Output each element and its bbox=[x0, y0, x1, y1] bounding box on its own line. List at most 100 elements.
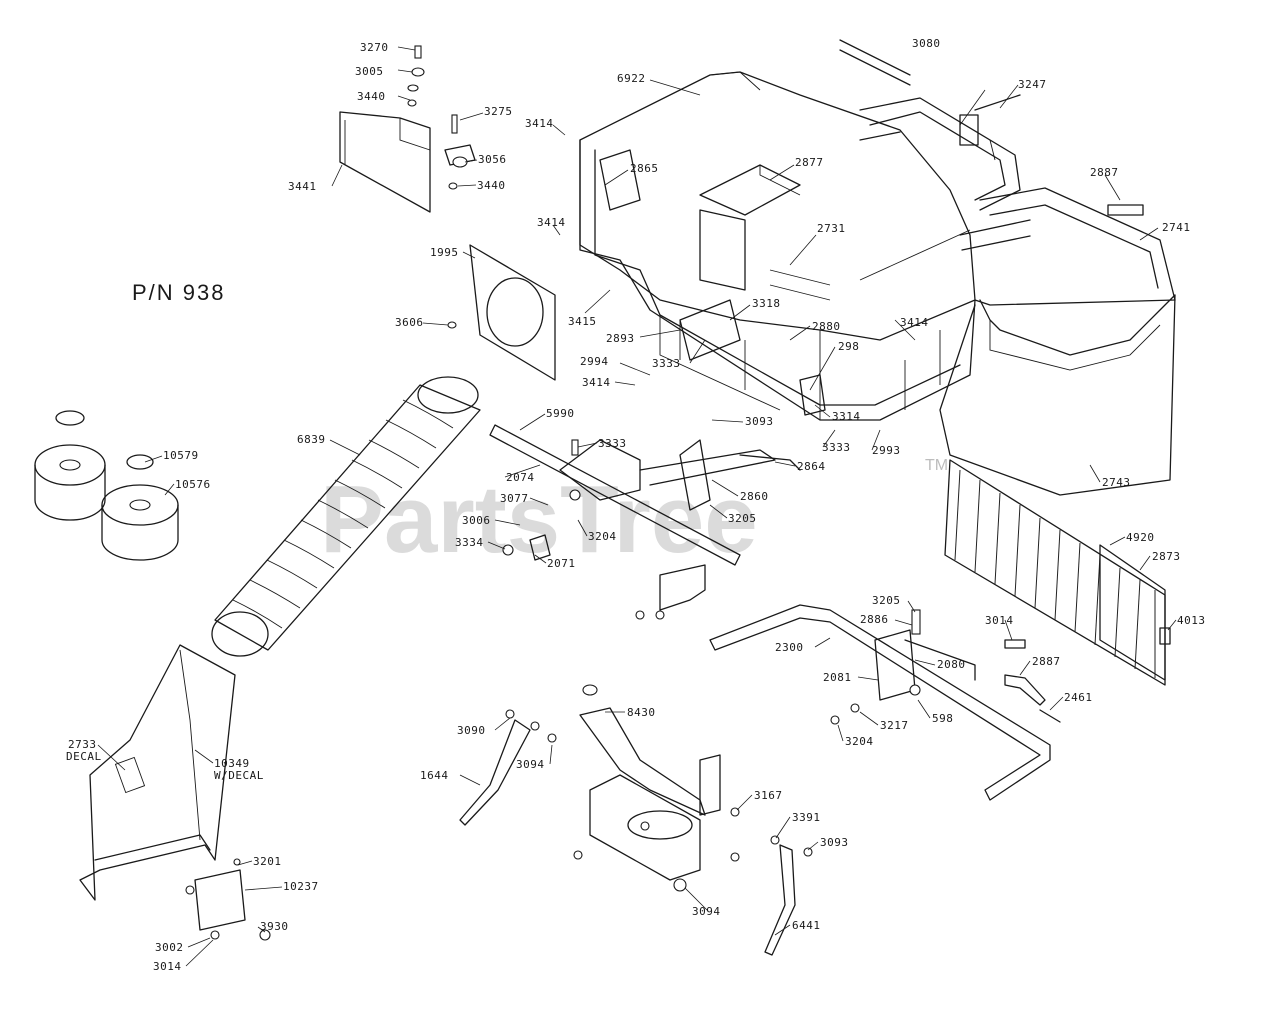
callout-3247[interactable]: 3247 bbox=[1018, 78, 1047, 91]
callout-3333-a[interactable]: 3333 bbox=[652, 357, 681, 370]
callout-3606[interactable]: 3606 bbox=[395, 316, 424, 329]
callout-3201[interactable]: 3201 bbox=[253, 855, 282, 868]
callout-3205-b[interactable]: 3205 bbox=[872, 594, 901, 607]
callout-2733[interactable]: 2733 bbox=[68, 738, 97, 751]
callout-3093-a[interactable]: 3093 bbox=[745, 415, 774, 428]
callout-3093-b[interactable]: 3093 bbox=[820, 836, 849, 849]
callout-10579[interactable]: 10579 bbox=[163, 449, 199, 462]
callout-3204-a[interactable]: 3204 bbox=[588, 530, 617, 543]
part-bracket-8430[interactable] bbox=[573, 684, 740, 892]
part-bracket-3441[interactable] bbox=[339, 45, 476, 213]
callout-3414-d[interactable]: 3414 bbox=[582, 376, 611, 389]
callout-2074[interactable]: 2074 bbox=[506, 471, 535, 484]
callout-3314[interactable]: 3314 bbox=[832, 410, 861, 423]
callout-2080[interactable]: 2080 bbox=[937, 658, 966, 671]
callout-6839[interactable]: 6839 bbox=[297, 433, 326, 446]
part-deflector-bracket-10237[interactable] bbox=[185, 858, 271, 941]
callout-3333-b[interactable]: 3333 bbox=[822, 441, 851, 454]
callout-3414-a[interactable]: 3414 bbox=[525, 117, 554, 130]
part-bag-2743[interactable] bbox=[939, 294, 1176, 496]
callout-298[interactable]: 298 bbox=[838, 340, 859, 353]
callout-3217[interactable]: 3217 bbox=[880, 719, 909, 732]
callout-10237[interactable]: 10237 bbox=[283, 880, 319, 893]
part-chute-10349[interactable] bbox=[79, 644, 236, 901]
callout-5990[interactable]: 5990 bbox=[546, 407, 575, 420]
part-lever-rod-6441[interactable] bbox=[764, 835, 813, 956]
callout-10576[interactable]: 10576 bbox=[175, 478, 211, 491]
callout-2887[interactable]: 2887 bbox=[1090, 166, 1119, 179]
callout-3005[interactable]: 3005 bbox=[355, 65, 384, 78]
callout-10349-decal[interactable]: W/DECAL bbox=[214, 769, 264, 782]
callout-6441[interactable]: 6441 bbox=[792, 919, 821, 932]
watermark-tm: TM bbox=[925, 457, 948, 474]
callout-2994[interactable]: 2994 bbox=[580, 355, 609, 368]
callout-3414-c[interactable]: 3414 bbox=[900, 316, 929, 329]
callout-1644[interactable]: 1644 bbox=[420, 769, 449, 782]
callout-598[interactable]: 598 bbox=[932, 712, 953, 725]
callout-3441[interactable]: 3441 bbox=[288, 180, 317, 193]
callout-2993[interactable]: 2993 bbox=[872, 444, 901, 457]
callout-3333-c[interactable]: 3333 bbox=[598, 437, 627, 450]
model-label: P/N 938 bbox=[132, 280, 226, 305]
callout-2893[interactable]: 2893 bbox=[606, 332, 635, 345]
callout-3204-b[interactable]: 3204 bbox=[845, 735, 874, 748]
callout-4013[interactable]: 4013 bbox=[1177, 614, 1206, 627]
callout-2865[interactable]: 2865 bbox=[630, 162, 659, 175]
part-strip-3080[interactable] bbox=[839, 39, 1021, 111]
callout-3205-a[interactable]: 3205 bbox=[728, 512, 757, 525]
part-handle-frame-2741[interactable] bbox=[859, 97, 1176, 306]
part-pulley-10576[interactable] bbox=[34, 410, 179, 561]
part-latch-2887[interactable] bbox=[1004, 639, 1061, 723]
callout-3077[interactable]: 3077 bbox=[500, 492, 529, 505]
callout-2743[interactable]: 2743 bbox=[1102, 476, 1131, 489]
part-adapter-plate-1995[interactable] bbox=[447, 244, 556, 381]
callout-2886[interactable]: 2886 bbox=[860, 613, 889, 626]
callout-2741[interactable]: 2741 bbox=[1162, 221, 1191, 234]
callout-2733-decal[interactable]: DECAL bbox=[66, 750, 102, 763]
callout-8430[interactable]: 8430 bbox=[627, 706, 656, 719]
callout-2860[interactable]: 2860 bbox=[740, 490, 769, 503]
callout-3094-a[interactable]: 3094 bbox=[516, 758, 545, 771]
callout-3414-b[interactable]: 3414 bbox=[537, 216, 566, 229]
part-lever-rod-1644[interactable] bbox=[459, 709, 557, 826]
callout-3080[interactable]: 3080 bbox=[912, 37, 941, 50]
callout-3318[interactable]: 3318 bbox=[752, 297, 781, 310]
callout-3014[interactable]: 3014 bbox=[985, 614, 1014, 627]
callout-1995[interactable]: 1995 bbox=[430, 246, 459, 259]
callout-3391[interactable]: 3391 bbox=[792, 811, 821, 824]
callout-2873[interactable]: 2873 bbox=[1152, 550, 1181, 563]
callout-2877[interactable]: 2877 bbox=[795, 156, 824, 169]
callout-3334[interactable]: 3334 bbox=[455, 536, 484, 549]
callout-10349[interactable]: 10349 bbox=[214, 757, 250, 770]
callout-3270[interactable]: 3270 bbox=[360, 41, 389, 54]
callout-2081[interactable]: 2081 bbox=[823, 671, 852, 684]
callout-2880[interactable]: 2880 bbox=[812, 320, 841, 333]
callout-2071[interactable]: 2071 bbox=[547, 557, 576, 570]
callout-2731[interactable]: 2731 bbox=[817, 222, 846, 235]
part-hopper-frame-2993[interactable] bbox=[579, 139, 976, 421]
callout-3094-b[interactable]: 3094 bbox=[692, 905, 721, 918]
callout-3014-b[interactable]: 3014 bbox=[153, 960, 182, 973]
part-bracket-small[interactable] bbox=[635, 564, 706, 620]
callout-2887-b[interactable]: 2887 bbox=[1032, 655, 1061, 668]
callout-3002[interactable]: 3002 bbox=[155, 941, 184, 954]
callout-6922[interactable]: 6922 bbox=[617, 72, 646, 85]
callout-2461[interactable]: 2461 bbox=[1064, 691, 1093, 704]
callout-3167[interactable]: 3167 bbox=[754, 789, 783, 802]
callout-2864[interactable]: 2864 bbox=[797, 460, 826, 473]
part-hose-6839[interactable] bbox=[211, 376, 481, 657]
part-linkage-2300[interactable] bbox=[709, 604, 1051, 801]
callout-2300[interactable]: 2300 bbox=[775, 641, 804, 654]
callout-3275[interactable]: 3275 bbox=[484, 105, 513, 118]
callout-3440[interactable]: 3440 bbox=[357, 90, 386, 103]
callout-3415[interactable]: 3415 bbox=[568, 315, 597, 328]
part-screen-4920[interactable] bbox=[944, 459, 1171, 686]
callout-3930[interactable]: 3930 bbox=[260, 920, 289, 933]
callout-3006[interactable]: 3006 bbox=[462, 514, 491, 527]
callout-3440-b[interactable]: 3440 bbox=[477, 179, 506, 192]
callout-3056[interactable]: 3056 bbox=[478, 153, 507, 166]
callout-3090[interactable]: 3090 bbox=[457, 724, 486, 737]
callout-4920[interactable]: 4920 bbox=[1126, 531, 1155, 544]
part-tube-5990[interactable] bbox=[489, 424, 801, 566]
